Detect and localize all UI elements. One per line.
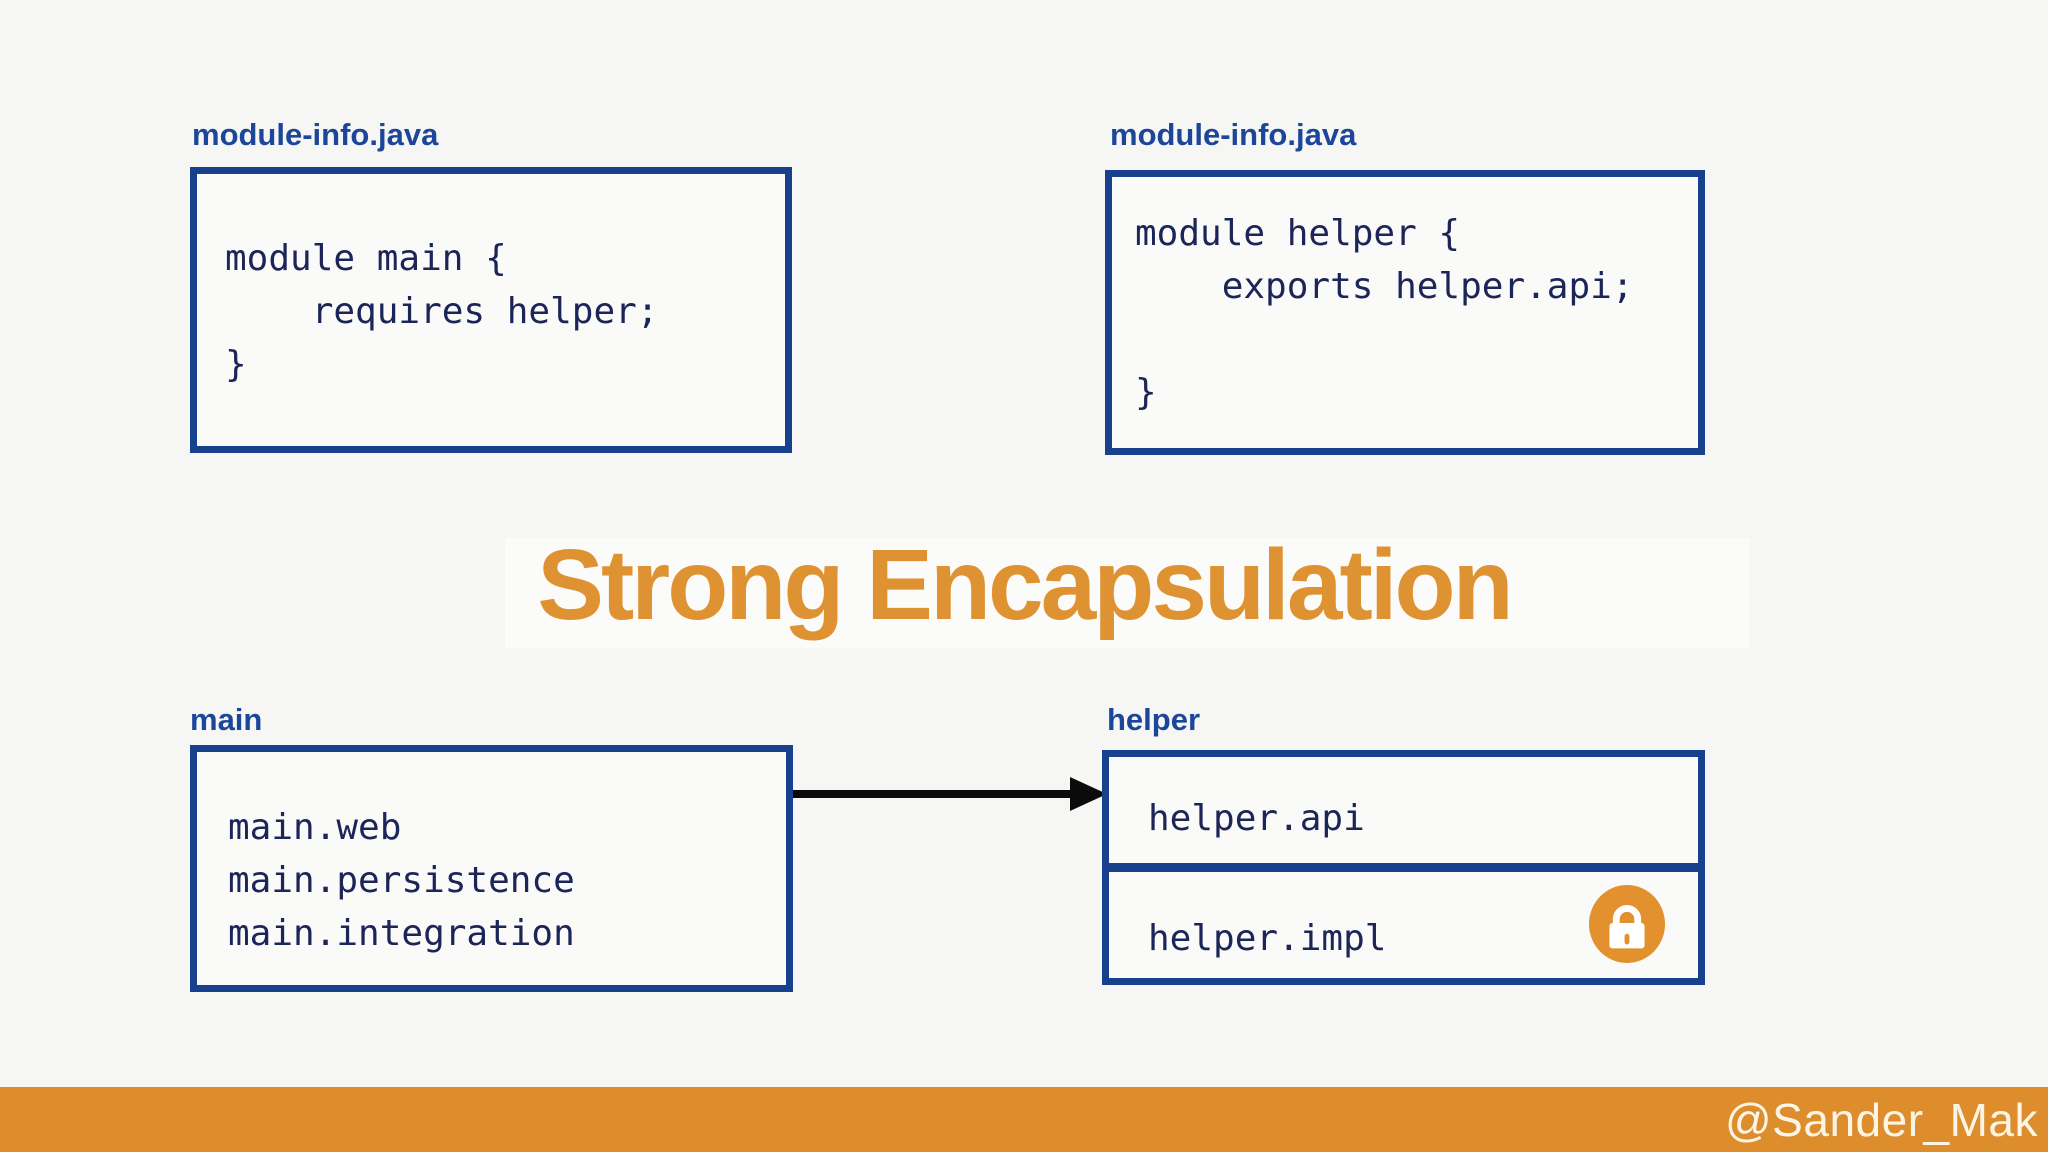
module-box-helper: helper.api helper.impl — [1102, 750, 1705, 985]
package-main-web: main.web — [228, 807, 402, 848]
module-name-label-helper: helper — [1107, 702, 1201, 737]
padlock-icon — [1588, 885, 1666, 963]
package-main-persistence: main.persistence — [228, 860, 575, 901]
package-main-integration: main.integration — [228, 913, 575, 954]
code-helper-module-declaration: module helper { exports helper.api; } — [1135, 213, 1634, 413]
module-name-label-main: main — [190, 702, 263, 737]
filename-label-helper-module-info: module-info.java — [1110, 117, 1357, 152]
dependency-arrow-head — [1070, 777, 1107, 811]
package-helper-impl: helper.impl — [1148, 918, 1387, 959]
slide-title: Strong Encapsulation — [537, 528, 1513, 641]
package-helper-api: helper.api — [1148, 798, 1365, 839]
twitter-handle: @Sander_Mak — [1724, 1093, 2038, 1146]
code-box-helper-module-info: module helper { exports helper.api; } — [1105, 170, 1705, 455]
module-box-main: main.web main.persistence main.integrati… — [190, 745, 793, 992]
code-box-main-module-info: module main { requires helper; } — [190, 167, 792, 453]
title-highlight-band — [505, 538, 1750, 648]
footer-bar: @Sander_Mak — [0, 1087, 2048, 1152]
helper-compartment-divider — [1109, 863, 1698, 872]
dependency-arrow-line — [793, 790, 1073, 798]
code-main-module-declaration: module main { requires helper; } — [225, 238, 659, 385]
filename-label-main-module-info: module-info.java — [192, 117, 439, 152]
